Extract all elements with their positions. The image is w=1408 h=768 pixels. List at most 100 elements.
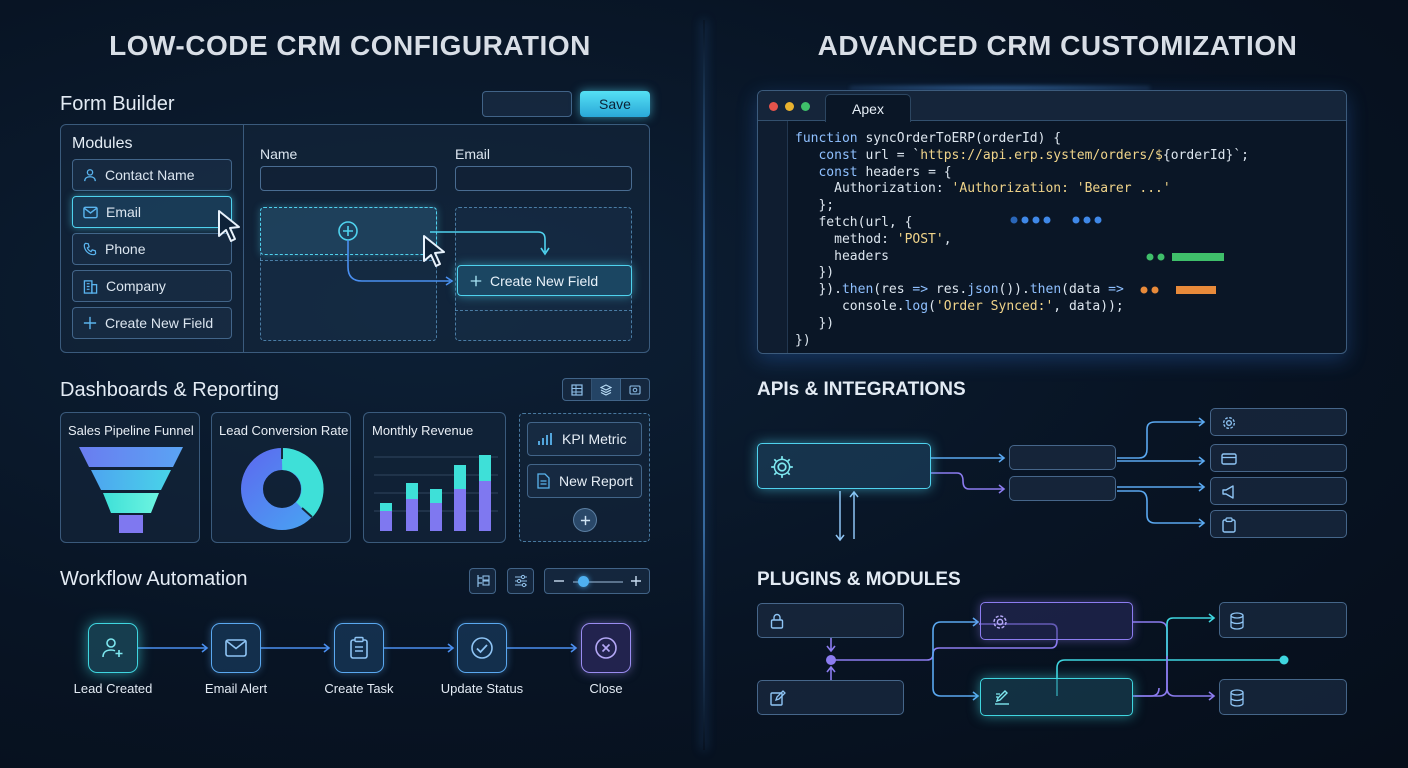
image-view-button[interactable] <box>621 379 649 400</box>
plus-icon <box>83 316 97 330</box>
api-core-node[interactable] <box>757 443 931 489</box>
module-create-new-field[interactable]: Create New Field <box>72 307 232 339</box>
plus-icon <box>470 275 482 286</box>
workflow-title: Workflow Automation <box>60 568 248 590</box>
lead-conversion-rate-card[interactable]: Lead Conversion Rate <box>211 412 351 543</box>
kpi-metric-button[interactable]: KPI Metric <box>527 422 642 456</box>
sales-pipeline-funnel-card[interactable]: Sales Pipeline Funnel <box>60 412 200 543</box>
code-editor-glow <box>850 86 1150 90</box>
toolbar-blank-button[interactable] <box>482 91 572 117</box>
api-target-settings[interactable] <box>1210 408 1347 436</box>
plugin-database-node-1[interactable] <box>1219 602 1347 638</box>
report-actions-panel: KPI Metric New Report <box>519 413 650 542</box>
name-input[interactable] <box>260 166 437 191</box>
cursor-icon <box>423 235 445 267</box>
dashboards-title: Dashboards & Reporting <box>60 379 280 401</box>
funnel-icon <box>79 447 183 533</box>
mail-icon <box>83 206 98 218</box>
plugin-lock-node[interactable] <box>757 603 904 638</box>
plugin-gear-node[interactable] <box>980 602 1133 640</box>
workflow-step-label: Create Task <box>324 681 394 696</box>
api-target-megaphone[interactable] <box>1210 477 1347 505</box>
module-label: Company <box>106 278 166 294</box>
building-icon <box>83 279 98 294</box>
layers-view-button[interactable] <box>592 379 621 400</box>
zoom-out-button[interactable] <box>554 574 566 588</box>
workflow-step-label: Update Status <box>440 681 524 696</box>
zoom-in-button[interactable] <box>631 575 643 587</box>
module-contact-name[interactable]: Contact Name <box>72 159 232 191</box>
module-phone[interactable]: Phone <box>72 233 232 265</box>
megaphone-icon <box>1222 485 1234 499</box>
user-icon <box>84 169 96 182</box>
workflow-tree-button[interactable] <box>469 568 496 594</box>
mail-icon <box>225 639 247 657</box>
api-middle-node-1[interactable] <box>1009 445 1116 470</box>
drop-zone-right-divider <box>455 310 632 311</box>
email-input[interactable] <box>455 166 632 191</box>
lock-icon <box>770 613 784 629</box>
workflow-step-lead-created[interactable] <box>88 623 138 673</box>
donut-chart-icon <box>241 448 324 530</box>
clipboard-icon <box>350 636 368 659</box>
workflow-step-label: Lead Created <box>73 681 153 696</box>
editor-gutter <box>758 121 788 353</box>
workflow-step-update-status[interactable] <box>457 623 507 673</box>
module-label: Contact Name <box>105 167 195 183</box>
module-label: Phone <box>105 241 146 257</box>
plus-icon <box>631 576 641 586</box>
api-target-clipboard[interactable] <box>1210 510 1347 538</box>
table-view-button[interactable] <box>563 379 592 400</box>
cursor-icon <box>218 210 240 242</box>
plugin-code-node[interactable] <box>980 678 1133 716</box>
workflow-step-label: Email Alert <box>204 681 268 696</box>
plugin-database-node-2[interactable] <box>1219 679 1347 715</box>
workflow-step-email-alert[interactable] <box>211 623 261 673</box>
add-widget-button[interactable] <box>573 508 597 532</box>
plugin-connectors <box>826 613 1289 701</box>
window-maximize-dot[interactable] <box>801 102 810 111</box>
module-label: Email <box>106 204 142 220</box>
api-target-card[interactable] <box>1210 444 1347 472</box>
zoom-slider-track[interactable] <box>573 581 623 583</box>
monthly-revenue-card[interactable]: Monthly Revenue <box>363 412 506 543</box>
modules-sidebar: Modules Contact Name Email Phone Company… <box>61 125 244 352</box>
zoom-slider-thumb[interactable] <box>578 576 589 587</box>
api-connectors <box>835 417 1206 542</box>
api-middle-node-2[interactable] <box>1009 476 1116 501</box>
code-edit-icon <box>995 690 1009 705</box>
module-company[interactable]: Company <box>72 270 232 302</box>
code-editor-window: Apex function syncOrderToERP(orderId) { … <box>757 90 1347 354</box>
new-field-dropped[interactable]: Create New Field <box>457 265 632 296</box>
image-icon <box>629 384 641 395</box>
module-email[interactable]: Email <box>72 196 232 228</box>
status-dots <box>1010 216 1224 294</box>
gear-icon <box>993 615 1007 629</box>
email-label: Email <box>455 146 491 162</box>
view-toggle <box>562 378 650 401</box>
action-label: KPI Metric <box>562 431 627 447</box>
name-label: Name <box>260 146 298 162</box>
hierarchy-icon <box>476 575 490 587</box>
window-close-dot[interactable] <box>769 102 778 111</box>
window-minimize-dot[interactable] <box>785 102 794 111</box>
workflow-step-label: Close <box>589 681 623 696</box>
card-title: Monthly Revenue <box>372 423 474 438</box>
close-circle-icon <box>595 637 617 659</box>
workflow-settings-button[interactable] <box>507 568 534 594</box>
plugins-title: PLUGINS & MODULES <box>757 569 961 590</box>
edit-icon <box>770 690 786 706</box>
code-block[interactable]: function syncOrderToERP(orderId) { const… <box>795 131 1249 348</box>
save-button[interactable]: Save <box>580 91 650 117</box>
credit-card-icon <box>1221 453 1237 465</box>
new-report-button[interactable]: New Report <box>527 464 642 498</box>
modules-title: Modules <box>72 135 133 152</box>
gear-icon <box>1223 417 1235 429</box>
tab-label: Apex <box>852 100 884 117</box>
check-circle-icon <box>471 637 493 659</box>
plugin-edit-node[interactable] <box>757 680 904 715</box>
workflow-step-close[interactable] <box>581 623 631 673</box>
action-label: New Report <box>559 473 633 489</box>
workflow-step-create-task[interactable] <box>334 623 384 673</box>
editor-tab-apex[interactable]: Apex <box>825 94 911 122</box>
